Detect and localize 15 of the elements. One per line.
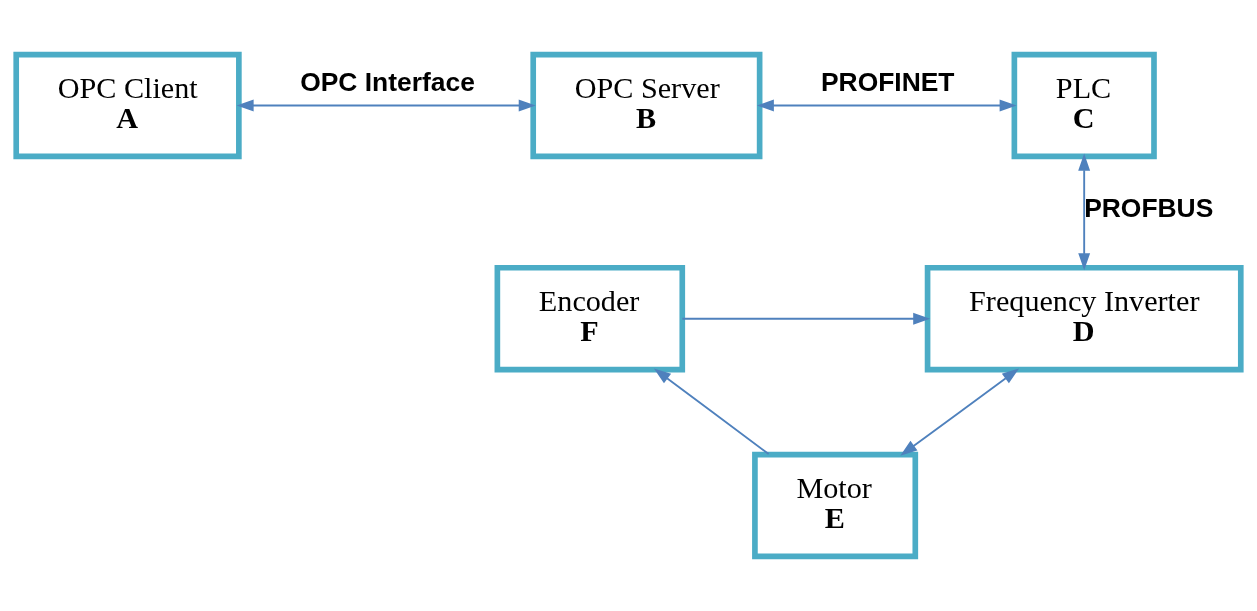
edge-label: PROFINET xyxy=(820,66,955,97)
edge-label: PROFBUS xyxy=(1084,193,1214,224)
node-box: OPC Server B xyxy=(530,51,763,160)
arrow xyxy=(236,99,536,112)
arrow xyxy=(900,368,1020,456)
edge-label: OPC Interface xyxy=(300,66,475,97)
node-box: OPC Client A xyxy=(13,51,242,160)
arrow xyxy=(756,99,1017,112)
arrow xyxy=(653,368,770,455)
node-box: Motor E xyxy=(752,451,919,560)
node-box: Frequency Inverter D xyxy=(924,264,1244,373)
arrow xyxy=(681,312,931,325)
node-box: PLC C xyxy=(1011,51,1157,160)
arrow xyxy=(1078,153,1091,271)
node-box: Encoder F xyxy=(494,264,686,373)
